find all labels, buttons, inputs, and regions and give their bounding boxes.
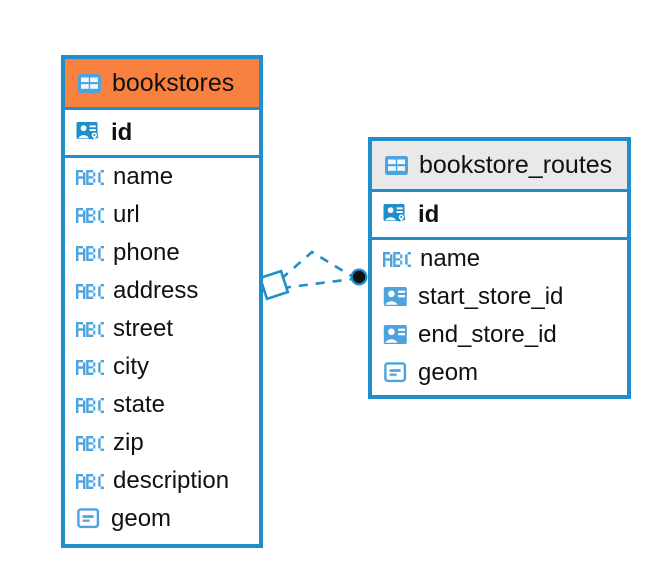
field-label: id <box>111 118 133 146</box>
entity-title: bookstores <box>112 68 235 97</box>
field-row-start-store-id[interactable]: start_store_id <box>372 278 627 316</box>
entity-title: bookstore_routes <box>419 150 613 179</box>
field-row-name[interactable]: name <box>372 240 627 278</box>
field-label: url <box>113 201 140 228</box>
text-abc-icon <box>75 320 105 338</box>
field-label: address <box>113 277 199 304</box>
field-row-city[interactable]: city <box>65 348 259 386</box>
field-row-end-store-id[interactable]: end_store_id <box>372 316 627 354</box>
field-list-bookstore-routes: name start_store_id <box>372 240 627 392</box>
field-label: state <box>113 391 166 418</box>
text-abc-icon <box>75 434 105 452</box>
field-label: name <box>420 245 481 272</box>
field-label: geom <box>418 359 479 386</box>
geometry-icon <box>382 359 410 387</box>
field-row-url[interactable]: url <box>65 196 259 234</box>
primary-key-block: id <box>65 107 259 158</box>
field-row-phone[interactable]: phone <box>65 234 259 272</box>
entity-header-bookstores[interactable]: bookstores <box>65 59 259 107</box>
relationship-line-lower <box>281 277 354 290</box>
text-abc-icon <box>382 250 412 268</box>
text-abc-icon <box>75 358 105 376</box>
text-abc-icon <box>75 244 105 262</box>
primary-key-icon <box>382 201 410 229</box>
field-row-id[interactable]: id <box>65 110 259 155</box>
table-icon <box>75 69 103 97</box>
field-label: description <box>113 467 230 494</box>
field-label: geom <box>111 505 172 532</box>
table-icon <box>382 151 410 179</box>
foreign-key-icon <box>382 321 410 349</box>
field-label: name <box>113 163 174 190</box>
field-row-name[interactable]: name <box>65 158 259 196</box>
geometry-icon <box>75 505 103 533</box>
relationship-line-upper <box>280 250 354 280</box>
text-abc-icon <box>75 472 105 490</box>
text-abc-icon <box>75 396 105 414</box>
text-abc-icon <box>75 168 105 186</box>
field-label: street <box>113 315 174 342</box>
field-row-street[interactable]: street <box>65 310 259 348</box>
entity-bookstores[interactable]: bookstores <box>61 55 263 548</box>
foreign-key-icon <box>382 283 410 311</box>
field-row-geom[interactable]: geom <box>65 500 259 538</box>
field-label: phone <box>113 239 180 266</box>
entity-header-bookstore-routes[interactable]: bookstore_routes <box>372 141 627 189</box>
primary-key-block: id <box>372 189 627 240</box>
entity-bookstore-routes[interactable]: bookstore_routes <box>368 137 631 399</box>
field-label: zip <box>113 429 144 456</box>
text-abc-icon <box>75 206 105 224</box>
field-list-bookstores: name u <box>65 158 259 538</box>
field-row-id[interactable]: id <box>372 192 627 237</box>
primary-key-icon <box>75 119 103 147</box>
filled-circle-marker <box>350 268 368 286</box>
field-label: id <box>418 200 440 228</box>
field-label: city <box>113 353 149 380</box>
field-row-address[interactable]: address <box>65 272 259 310</box>
field-row-description[interactable]: description <box>65 462 259 500</box>
field-label: end_store_id <box>418 321 557 348</box>
field-label: start_store_id <box>418 283 564 310</box>
field-row-geom[interactable]: geom <box>372 354 627 392</box>
field-row-zip[interactable]: zip <box>65 424 259 462</box>
text-abc-icon <box>75 282 105 300</box>
diamond-outline-marker <box>258 269 290 301</box>
field-row-state[interactable]: state <box>65 386 259 424</box>
